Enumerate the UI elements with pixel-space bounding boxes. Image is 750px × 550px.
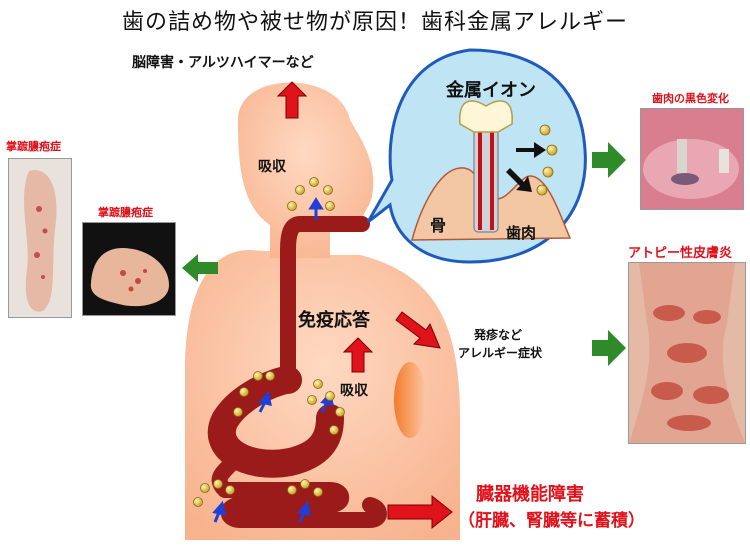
metal-ions	[193, 177, 345, 507]
photo-gum	[640, 108, 744, 210]
green-arrows	[182, 142, 626, 366]
metal-post-icon	[473, 121, 499, 233]
label-gum: 歯肉	[506, 224, 537, 242]
blue-arrows	[212, 197, 334, 523]
red-arrow-rash	[395, 311, 441, 349]
page-title: 歯の詰め物や被せ物が原因！歯科金属アレルギー	[121, 10, 628, 35]
red-arrow-organ	[387, 494, 453, 530]
tooth-crown-icon	[459, 100, 513, 133]
tooth-bubble	[366, 48, 587, 264]
label-organ-2: （肝臓、腎臓等に蓄積）	[458, 511, 645, 531]
organ-patch	[394, 362, 426, 438]
red-up-arrows	[276, 81, 374, 373]
photo-hand	[82, 222, 176, 316]
label-gum-black: 歯肉の黒色変化	[652, 92, 729, 105]
label-organ-1: 臓器機能障害	[476, 484, 584, 505]
label-metal-ion: 金属イオン	[446, 80, 536, 101]
photo-foot	[8, 158, 72, 318]
label-atopic: アトピー性皮膚炎	[628, 246, 733, 261]
label-palm-left: 掌蹠膿疱症	[6, 140, 61, 153]
label-absorb-top: 吸収	[258, 159, 286, 175]
label-palm-right: 掌蹠膿疱症	[98, 206, 153, 219]
label-bone: 骨	[430, 216, 447, 235]
label-brain: 脳障害・アルツハイマーなど	[132, 55, 314, 71]
label-rash-2: アレルギー症状	[458, 346, 543, 360]
photo-neck	[628, 262, 746, 444]
label-absorb-mid: 吸収	[340, 383, 368, 399]
label-immune: 免疫応答	[298, 310, 370, 331]
label-rash-1: 発疹など	[474, 328, 523, 342]
